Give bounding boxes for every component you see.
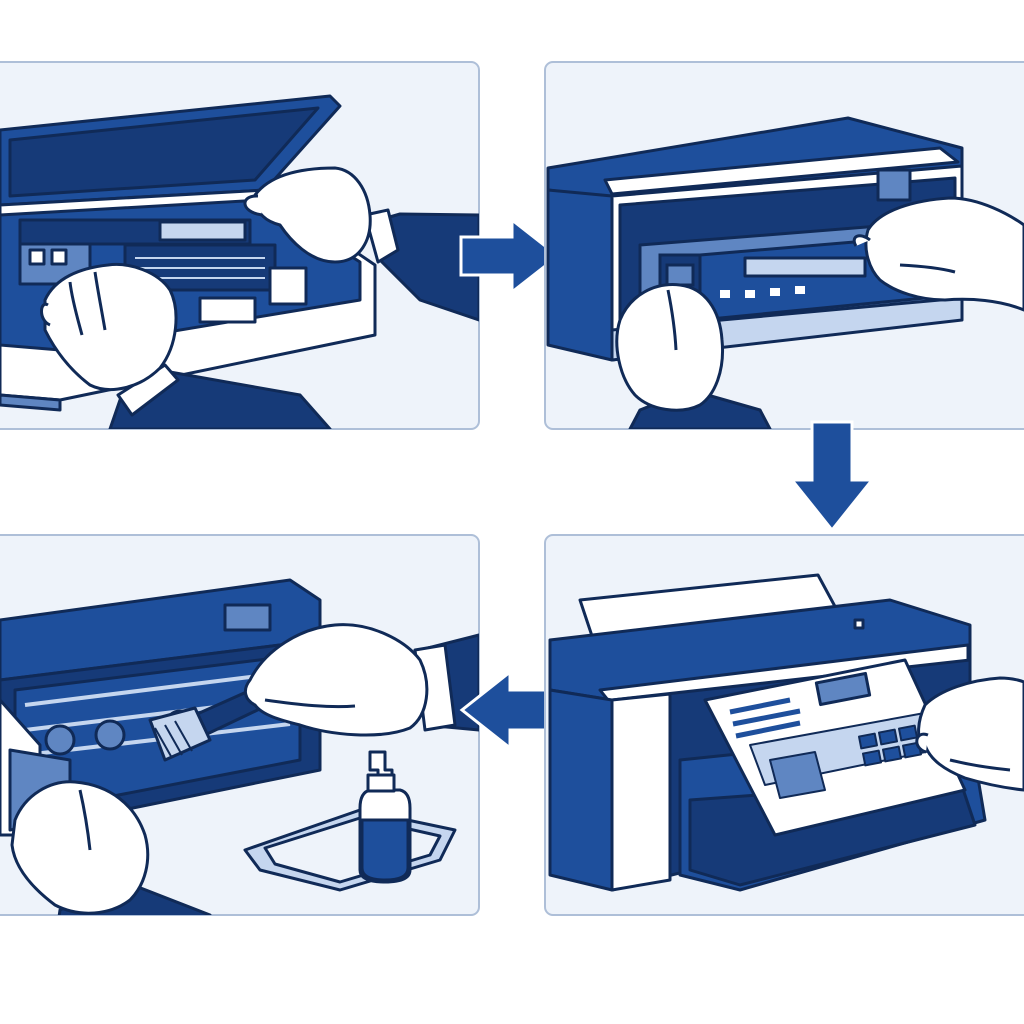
- hand-icon: [615, 196, 1024, 429]
- panel-3: [0, 534, 480, 916]
- hand-icon: [10, 623, 479, 915]
- hand-icon: [915, 676, 1024, 792]
- arrow-down-icon: [788, 420, 876, 533]
- panel-2: [544, 61, 1024, 430]
- arrow-right-icon: [459, 216, 561, 296]
- panel-1: [0, 61, 480, 430]
- hand-icon: [40, 166, 479, 429]
- panel-4: [544, 534, 1024, 916]
- cleaning-fluid-bottle-icon: [358, 750, 412, 884]
- printed-page: [703, 658, 967, 837]
